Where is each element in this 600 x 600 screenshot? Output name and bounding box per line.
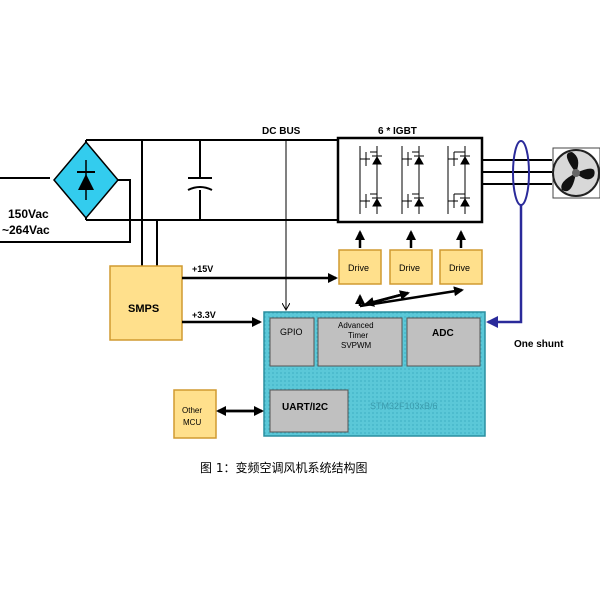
v15-label: +15V — [192, 264, 213, 274]
other-mcu-label-2: MCU — [183, 418, 201, 427]
pwm-signal-arrows — [355, 286, 464, 308]
dc-bus-label: DC BUS — [262, 126, 301, 137]
fan-motor-icon — [552, 147, 600, 199]
diode-bridge-icon — [77, 160, 95, 200]
smps-label: SMPS — [128, 303, 159, 315]
uart-module — [269, 389, 349, 433]
shunt-feedback-wire — [486, 205, 523, 328]
gpio-module — [269, 317, 315, 367]
input-voltage-label-2: ~264Vac — [2, 223, 50, 237]
gpio-label: GPIO — [280, 327, 303, 337]
drive-block-1: Drive — [338, 249, 382, 285]
drive-block-3: Drive — [439, 249, 483, 285]
uart-label: UART/I2C — [282, 402, 328, 413]
rectifier-bridge — [53, 140, 119, 220]
timer-label-1: Advanced — [338, 321, 374, 330]
adc-label: ADC — [432, 328, 454, 339]
figure-caption: 图 1：变频空调风机系统结构图 — [200, 460, 367, 475]
drive-to-igbt-arrows — [355, 230, 466, 248]
capacitor-icon — [187, 177, 213, 191]
drive-label-1: Drive — [348, 263, 369, 273]
timer-module — [317, 317, 403, 367]
mcu-block: GPIO Advanced Timer SVPWM ADC UART/I2C S… — [263, 311, 486, 437]
drive-label-2: Drive — [399, 263, 420, 273]
input-voltage-label-1: 150Vac — [8, 207, 49, 221]
adc-module — [406, 317, 481, 367]
other-mcu-label-1: Other — [182, 406, 202, 415]
power-wiring — [0, 139, 552, 266]
other-mcu-block: Other MCU — [173, 389, 217, 439]
drive-label-3: Drive — [449, 263, 470, 273]
drive-block-2: Drive — [389, 249, 433, 285]
mcu-name-label: STM32F103xB/6 — [370, 401, 438, 411]
igbt-inverter-block — [336, 136, 484, 224]
one-shunt-label: One shunt — [514, 339, 564, 350]
igbt-label: 6 * IGBT — [378, 126, 417, 137]
v33-label: +3.3V — [192, 310, 216, 320]
timer-label-3: SVPWM — [341, 341, 372, 350]
igbt-transistor-icon — [359, 146, 470, 214]
smps-block: SMPS — [109, 265, 183, 341]
timer-label-2: Timer — [348, 331, 368, 340]
